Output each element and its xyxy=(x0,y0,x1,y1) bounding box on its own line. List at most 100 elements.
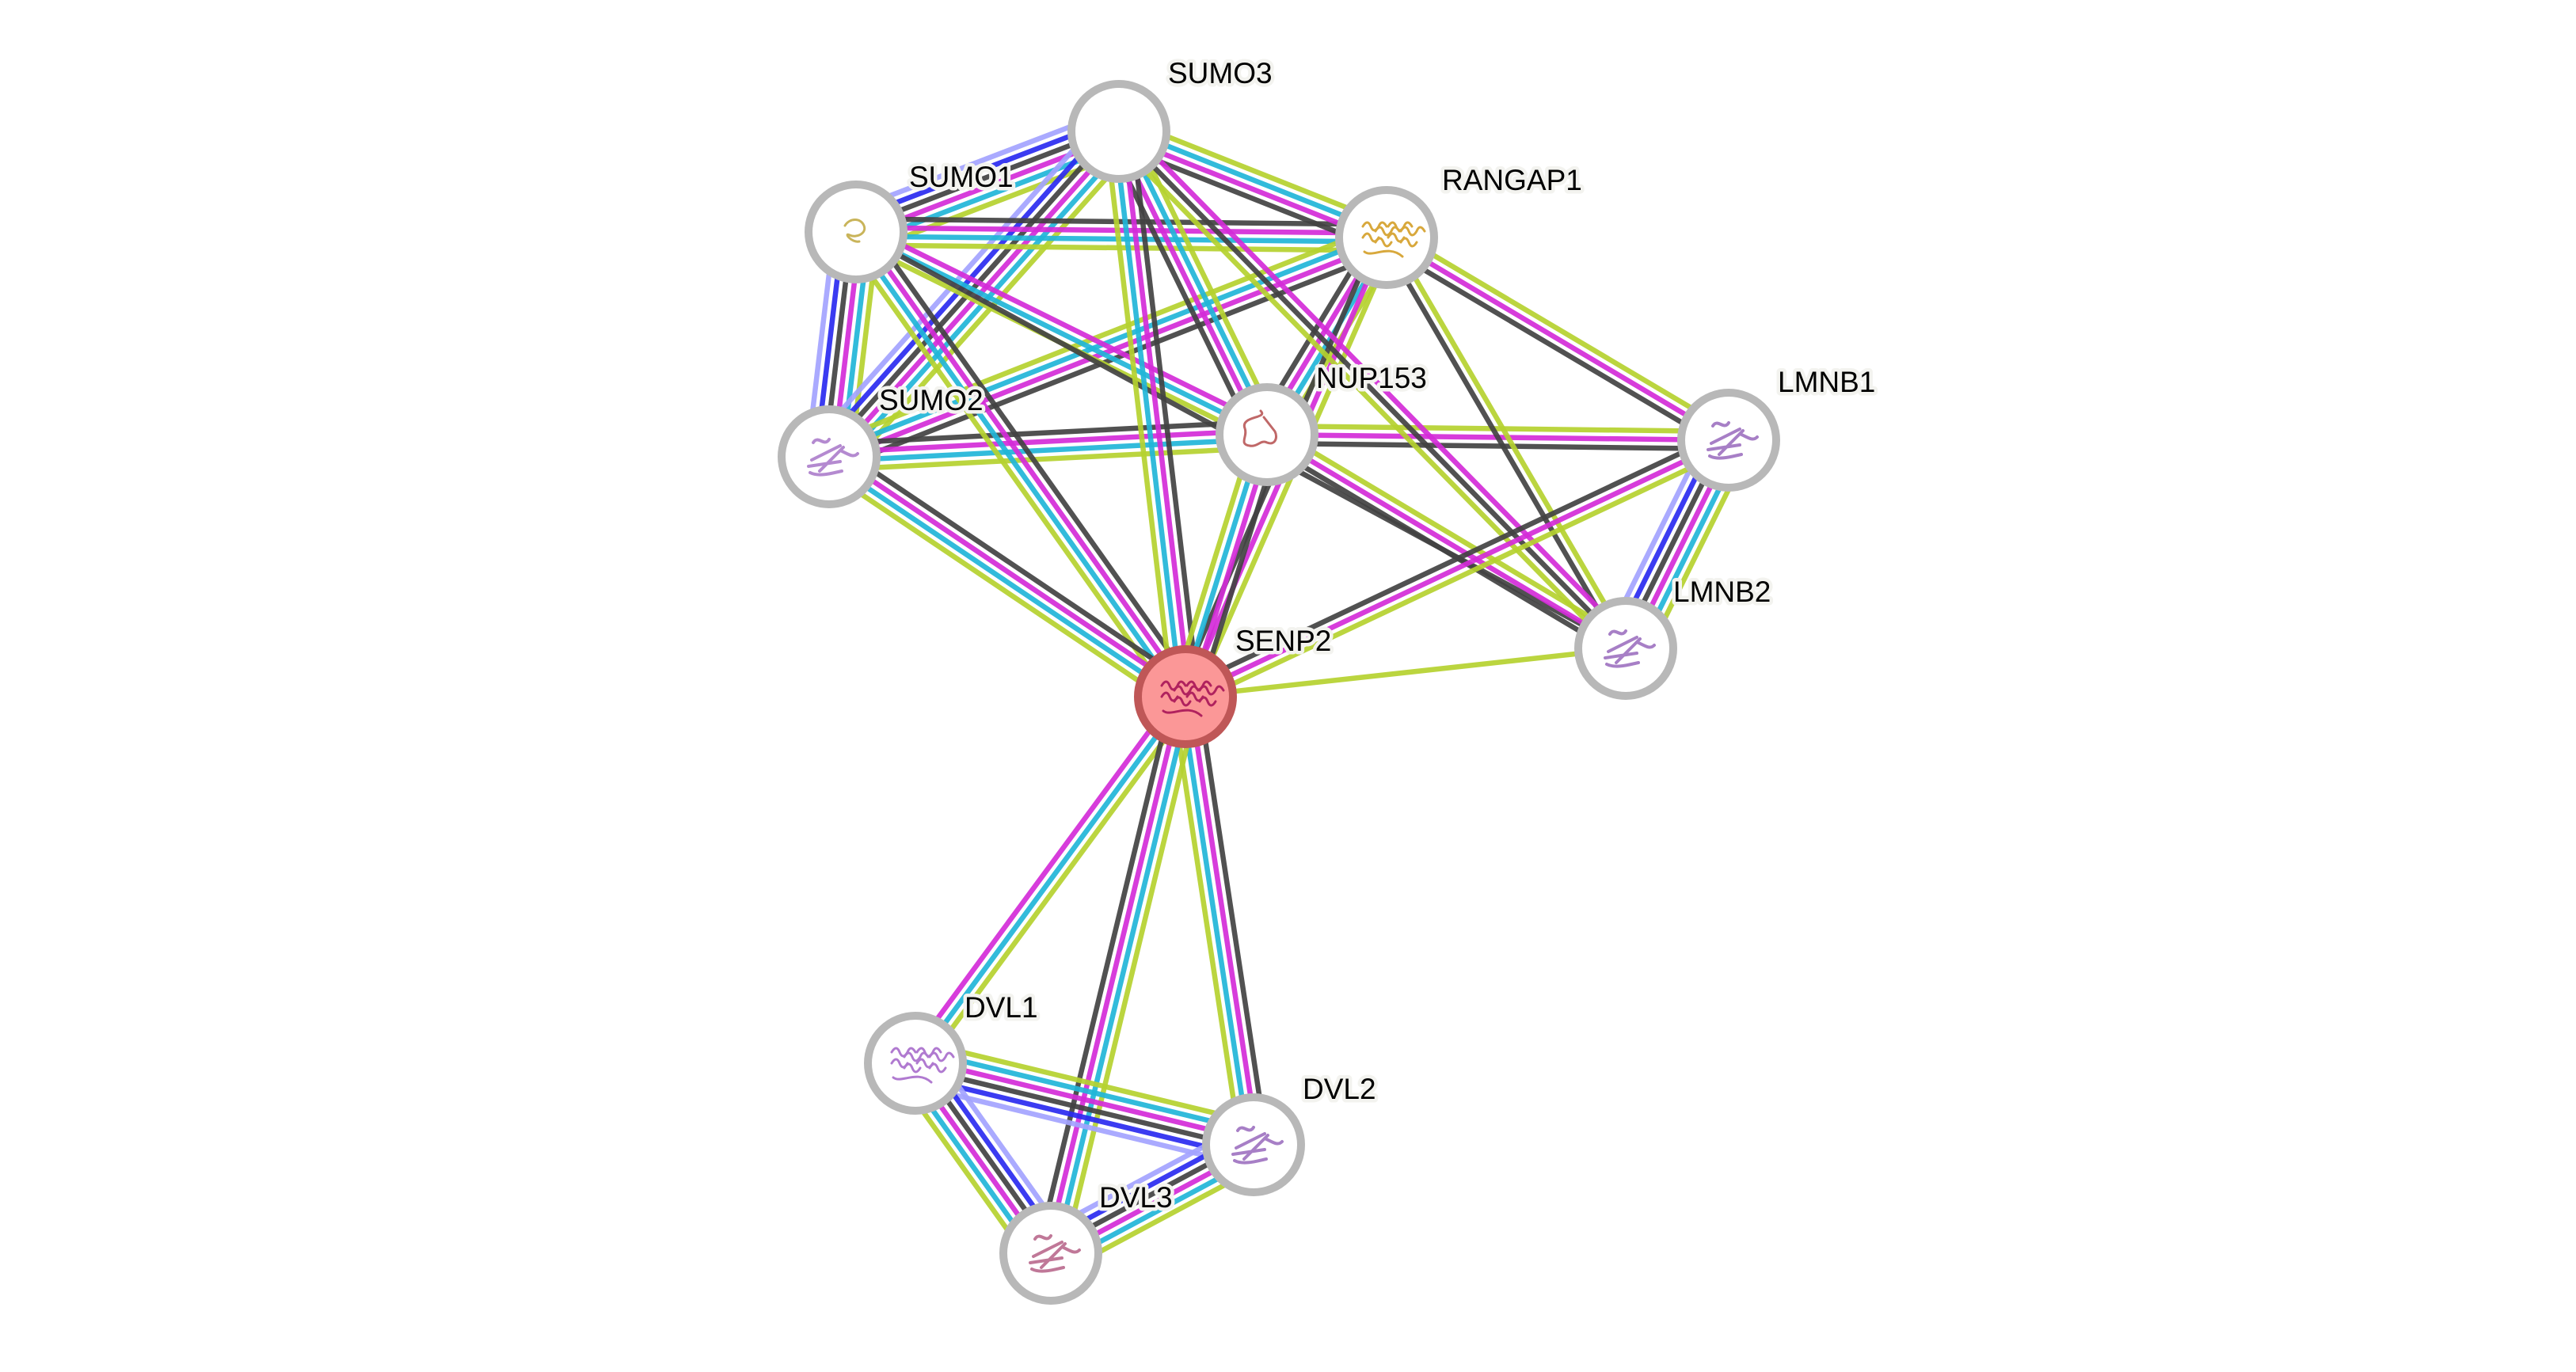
edge-lane-cooccurrence xyxy=(911,1073,1251,1161)
edge-lane-textmining xyxy=(1060,699,1201,1257)
node-circle[interactable] xyxy=(778,405,881,508)
protein-structure-icon xyxy=(1361,221,1426,258)
edge-lane-coexpression xyxy=(1035,693,1176,1251)
node-senp2[interactable] xyxy=(1134,645,1237,748)
edge-lane-textmining xyxy=(1389,227,1735,435)
edge-lane-coexpression xyxy=(864,222,1199,691)
node-label-dvl1: DVL1 xyxy=(965,991,1038,1024)
edge-lane-database xyxy=(854,230,1269,437)
edge-sumo2-nup153[interactable] xyxy=(828,419,1268,473)
node-rangap1[interactable] xyxy=(1335,186,1438,289)
node-label-dvl2: DVL2 xyxy=(1303,1073,1376,1105)
edge-lane-coexpression xyxy=(828,419,1267,447)
node-circle[interactable] xyxy=(1134,645,1237,748)
node-circle[interactable] xyxy=(1574,597,1677,700)
node-label-dvl3: DVL3 xyxy=(1099,1181,1173,1214)
edge-lane-experiments xyxy=(915,1056,1256,1143)
node-circle[interactable] xyxy=(1216,383,1318,486)
edge-lane-textmining xyxy=(820,465,1180,710)
edge-senp2-dvl1[interactable] xyxy=(906,690,1195,1070)
edge-lane-database xyxy=(918,1047,1258,1135)
edge-lane-textmining xyxy=(1103,132,1175,699)
edge-lane-database xyxy=(825,458,1185,703)
node-dvl2[interactable] xyxy=(1202,1093,1305,1196)
edge-lane-textmining xyxy=(829,445,1268,473)
node-sumo1[interactable] xyxy=(805,181,907,283)
edge-lane-textmining xyxy=(1267,423,1729,435)
edge-lmnb2-senp2[interactable] xyxy=(1185,645,1627,700)
edge-sumo3-lmnb2[interactable] xyxy=(1110,124,1634,656)
edge-lane-experiments xyxy=(906,690,1181,1060)
node-lmnb1[interactable] xyxy=(1677,389,1780,492)
edge-lane-textmining xyxy=(1110,135,1622,656)
node-lmnb2[interactable] xyxy=(1574,597,1677,700)
protein-structure-icon xyxy=(890,1047,955,1084)
edge-lane-experiments xyxy=(829,239,1390,464)
node-sumo3[interactable] xyxy=(1067,80,1170,183)
edge-lane-experiments xyxy=(857,227,1192,696)
node-circle[interactable] xyxy=(805,181,907,283)
node-label-sumo1: SUMO1 xyxy=(909,161,1014,193)
node-label-sumo3: SUMO3 xyxy=(1168,57,1273,89)
edge-lane-textmining xyxy=(1188,446,1734,707)
edge-lane-coexpression xyxy=(835,443,1195,689)
edge-lane-database xyxy=(1052,697,1193,1256)
edge-sumo1-senp2[interactable] xyxy=(843,222,1199,706)
protein-structure-icon xyxy=(1231,1126,1284,1165)
edge-lane-coexpression xyxy=(856,216,1387,227)
edge-lane-experiments xyxy=(1184,438,1730,699)
protein-structure-icon xyxy=(1160,680,1225,717)
node-dvl3[interactable] xyxy=(999,1202,1102,1305)
edge-lane-coexpression xyxy=(1180,430,1726,691)
node-label-rangap1: RANGAP1 xyxy=(1442,164,1582,196)
edge-lane-coexpression xyxy=(1196,694,1269,1144)
edge-lane-coexpression xyxy=(1380,238,1625,652)
protein-structure-icon xyxy=(843,219,866,243)
edge-lane-textmining xyxy=(1170,697,1243,1147)
edge-lane-textmining xyxy=(823,222,1383,447)
edge-senp2-dvl3[interactable] xyxy=(1035,693,1201,1257)
edge-sumo2-senp2[interactable] xyxy=(820,443,1195,710)
edge-lane-database xyxy=(1112,131,1184,698)
node-circle[interactable] xyxy=(864,1012,967,1115)
edge-sumo3-senp2[interactable] xyxy=(1103,129,1201,699)
edge-lane-coexpression xyxy=(1266,440,1729,452)
node-dvl1[interactable] xyxy=(864,1012,967,1115)
protein-structure-icon xyxy=(1604,629,1656,668)
edge-lane-experiments xyxy=(828,428,1267,455)
edge-lane-database xyxy=(850,233,1185,701)
edge-lane-experiments xyxy=(1385,235,1730,443)
protein-structure-icon xyxy=(1707,421,1759,460)
edge-senp2-dvl2[interactable] xyxy=(1170,694,1269,1147)
node-circle[interactable] xyxy=(1677,389,1780,492)
edge-dvl1-dvl2[interactable] xyxy=(909,1039,1260,1169)
edge-lmnb1-senp2[interactable] xyxy=(1180,430,1734,707)
protein-structure-icon xyxy=(807,438,859,477)
edge-lane-textmining xyxy=(919,1039,1260,1127)
node-label-lmnb1: LMNB1 xyxy=(1778,366,1875,398)
protein-structure-icon xyxy=(1242,409,1278,447)
edge-lane-experiments xyxy=(856,225,1387,236)
node-circle[interactable] xyxy=(1335,186,1438,289)
protein-structure-icon xyxy=(1029,1234,1081,1273)
node-circle[interactable] xyxy=(1067,80,1170,183)
edge-lane-database xyxy=(855,234,1387,245)
edge-lane-database xyxy=(1178,697,1252,1146)
node-circle[interactable] xyxy=(1202,1093,1305,1196)
edge-lane-textmining xyxy=(1185,645,1627,700)
edge-rangap1-lmnb2[interactable] xyxy=(1380,234,1632,652)
edge-lane-experiments xyxy=(1044,694,1184,1253)
edge-rangap1-lmnb1[interactable] xyxy=(1380,227,1735,450)
node-label-senp2: SENP2 xyxy=(1235,625,1331,657)
edge-lane-database xyxy=(829,436,1268,464)
edge-lane-textmining xyxy=(1128,124,1281,431)
node-nup153[interactable] xyxy=(1216,383,1318,486)
edge-lane-coexpression xyxy=(1129,129,1201,696)
node-circle[interactable] xyxy=(999,1202,1102,1305)
edge-lane-database xyxy=(913,695,1188,1065)
edge-lane-coexpression xyxy=(1380,242,1726,450)
nodes-layer xyxy=(778,80,1780,1305)
node-sumo2[interactable] xyxy=(778,405,881,508)
